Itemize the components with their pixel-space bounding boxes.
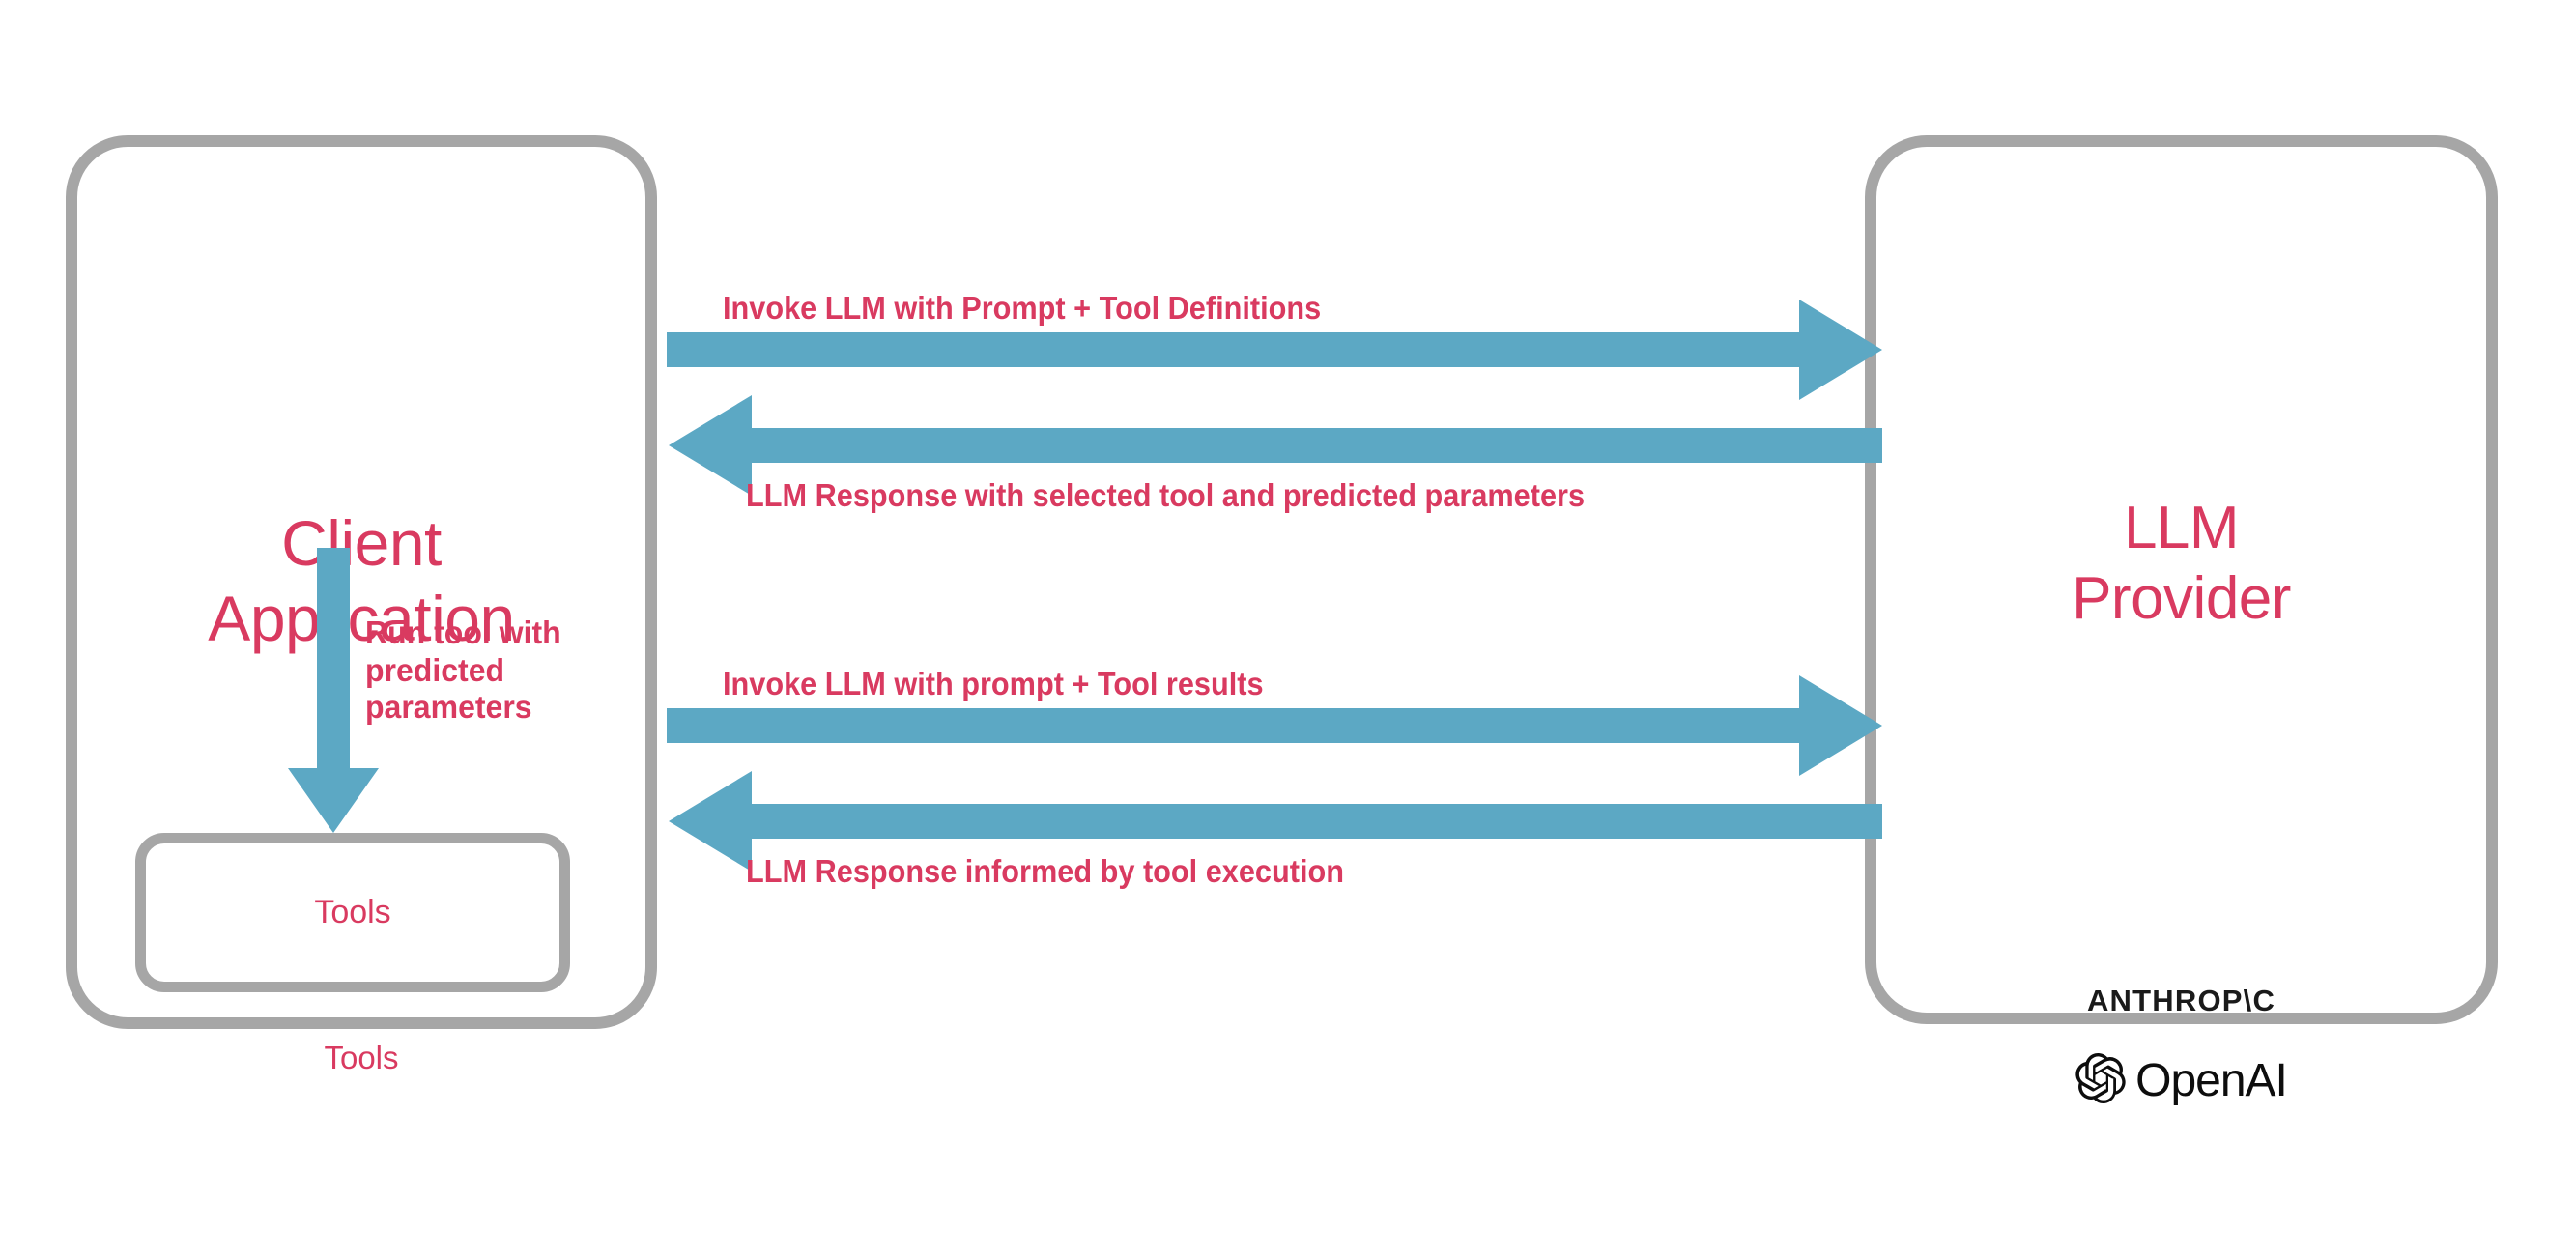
arrow-label-run-tool: Run tool with predicted parameters bbox=[365, 615, 561, 726]
llm-provider-label: LLM Provider bbox=[2072, 495, 2291, 633]
llm-provider-box[interactable]: LLM Provider ANTHROP\C OpenAI bbox=[1865, 135, 2498, 1106]
arrow-label-invoke-2: Invoke LLM with prompt + Tool results bbox=[723, 666, 1264, 701]
tools-box[interactable] bbox=[135, 833, 570, 992]
tools-label: Tools bbox=[324, 1040, 399, 1075]
arrow-label-response-1: LLM Response with selected tool and pred… bbox=[746, 477, 1586, 513]
arrow-label-invoke-1: Invoke LLM with Prompt + Tool Definition… bbox=[723, 290, 1322, 326]
openai-mark-icon bbox=[2075, 1053, 2126, 1108]
anthropic-logo: ANTHROP\C bbox=[2086, 984, 2276, 1017]
openai-logo: OpenAI bbox=[1876, 1053, 2486, 1108]
arrow-label-response-2: LLM Response informed by tool execution bbox=[746, 853, 1344, 889]
openai-wordmark: OpenAI bbox=[2135, 1055, 2288, 1106]
